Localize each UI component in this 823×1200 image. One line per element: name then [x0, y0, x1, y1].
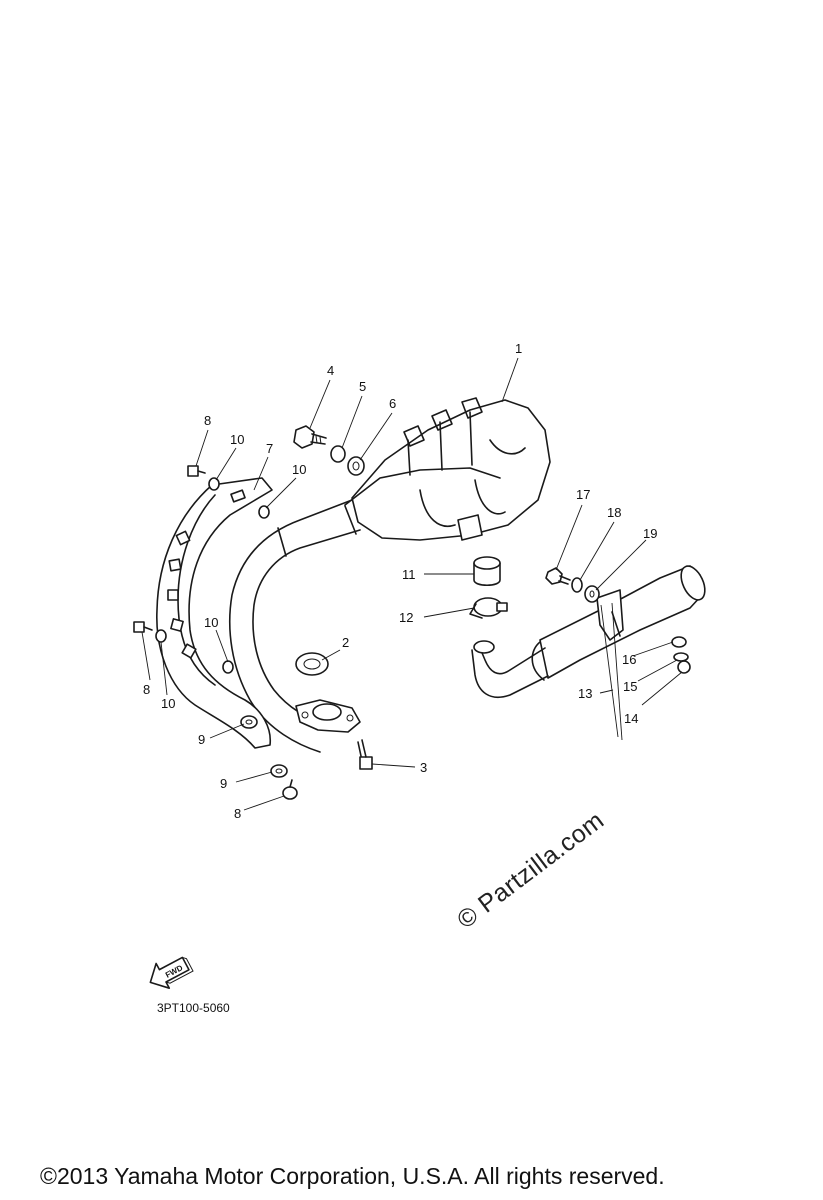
exhaust-pipe[interactable]	[228, 499, 361, 753]
spring-washer-18[interactable]	[571, 577, 583, 593]
callout-19: 19	[643, 526, 657, 541]
damper-16[interactable]	[671, 636, 687, 648]
callout-8-bottom: 8	[234, 806, 241, 821]
callout-18: 18	[607, 505, 621, 520]
bolt-17[interactable]	[545, 567, 571, 585]
callout-15: 15	[623, 679, 637, 694]
callout-3: 3	[420, 760, 427, 775]
screw-8-left[interactable]	[133, 621, 153, 633]
callout-17: 17	[576, 487, 590, 502]
damper-10-right[interactable]	[258, 505, 270, 519]
damper-10-left[interactable]	[155, 629, 167, 643]
callout-16: 16	[622, 652, 636, 667]
callout-10-right: 10	[292, 462, 306, 477]
callout-10-mid: 10	[204, 615, 218, 630]
silencer[interactable]	[471, 562, 710, 699]
heat-protector[interactable]	[156, 477, 273, 749]
diagram-code: 3PT100-5060	[157, 1001, 230, 1015]
gasket[interactable]	[295, 652, 329, 676]
collar-9-upper[interactable]	[240, 715, 258, 729]
damper-10-mid[interactable]	[222, 660, 234, 674]
callout-11: 11	[402, 567, 416, 582]
callout-8-top: 8	[204, 413, 211, 428]
screw-8-top[interactable]	[187, 465, 206, 477]
callout-12: 12	[399, 610, 413, 625]
callout-13: 13	[578, 686, 592, 701]
spring-washer-5[interactable]	[330, 445, 346, 463]
callout-2: 2	[342, 635, 349, 650]
callout-6: 6	[389, 396, 396, 411]
bolt-3[interactable]	[357, 739, 373, 770]
callout-9-lower: 9	[220, 776, 227, 791]
callout-9-upper: 9	[198, 732, 205, 747]
muffler-body[interactable]	[344, 397, 551, 541]
joint-11[interactable]	[473, 556, 501, 587]
callout-14: 14	[624, 711, 638, 726]
leader-lines	[141, 357, 683, 811]
collar-9-lower[interactable]	[270, 764, 288, 778]
washer-15[interactable]	[673, 652, 689, 662]
screw-8-bottom[interactable]	[282, 779, 298, 800]
bolt-4[interactable]	[293, 425, 327, 449]
callout-7: 7	[266, 441, 273, 456]
callout-8-left: 8	[143, 682, 150, 697]
callout-5: 5	[359, 379, 366, 394]
callout-10-top: 10	[230, 432, 244, 447]
washer-19[interactable]	[584, 585, 600, 603]
copyright-notice: ©2013 Yamaha Motor Corporation, U.S.A. A…	[40, 1163, 665, 1189]
callout-numbers: 1 2 3 4 5 6 7 8 8 8 9 9 10 10 10 10 11 1…	[143, 341, 657, 821]
callout-1: 1	[515, 341, 522, 356]
fwd-arrow-icon: FWD	[149, 956, 194, 989]
clamp-12[interactable]	[469, 597, 508, 619]
washer-6[interactable]	[347, 456, 365, 476]
damper-10-top[interactable]	[208, 477, 220, 491]
callout-4: 4	[327, 363, 334, 378]
callout-10-left: 10	[161, 696, 175, 711]
